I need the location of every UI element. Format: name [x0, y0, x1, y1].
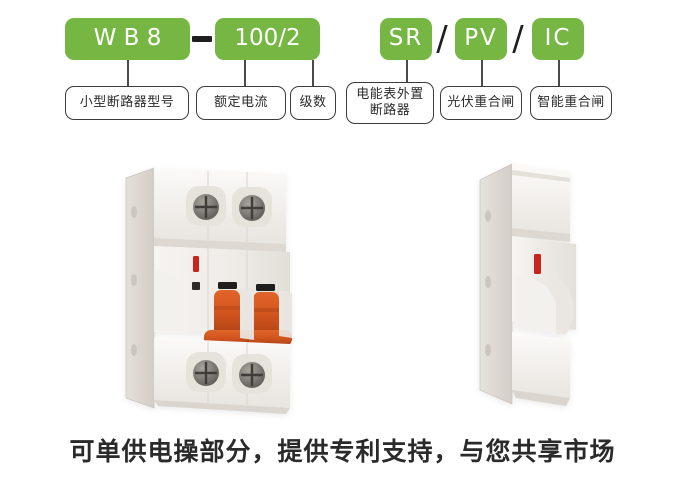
breaker-lower-terminal-block — [154, 338, 290, 414]
label-pv-recloser-line: 光伏重合闸 — [447, 95, 515, 110]
label-rated-current: 额定电流 — [196, 86, 286, 120]
stem-model — [127, 60, 129, 86]
breaker-side-panel — [125, 167, 155, 409]
breaker-upper-terminal-block — [154, 168, 286, 252]
stem-ic — [558, 60, 560, 86]
badge-variant-ic: IC — [532, 18, 584, 60]
badge-variant-sr: SR — [380, 18, 432, 60]
label-pole-count: 级数 — [290, 86, 336, 120]
breaker-toggle-levers[interactable] — [204, 288, 292, 346]
badge-variant-pv: PV — [455, 18, 507, 60]
label-pv-recloser: 光伏重合闸 — [440, 86, 522, 120]
module-front-face — [512, 236, 576, 334]
label-rated-current-line: 额定电流 — [213, 95, 268, 110]
product-electric-operating-module — [479, 163, 576, 406]
badge-rating-100-2: 100/2 — [215, 18, 320, 60]
label-pole-count-line: 级数 — [299, 95, 327, 110]
product-image-group — [0, 140, 685, 430]
stem-current — [244, 60, 246, 86]
label-smart-recloser-line: 智能重合闸 — [537, 95, 605, 110]
separator-dash — [192, 36, 212, 42]
product-2p-breaker — [125, 167, 292, 414]
stem-pv — [481, 60, 483, 86]
stem-meter — [406, 60, 408, 82]
breaker-trip-indicator — [193, 256, 199, 272]
module-upper-block — [512, 164, 570, 242]
separator-slash-2: / — [512, 19, 524, 59]
label-meter-external-breaker: 电能表外置断路器 — [346, 82, 434, 124]
module-side-panel — [479, 163, 513, 405]
module-lower-block — [512, 332, 570, 406]
label-model-type-line: 小型断路器型号 — [79, 95, 175, 110]
label-meter-external-breaker-line: 电能表外置 — [356, 87, 424, 102]
tagline-text: 可单供电操部分，提供专利支持，与您共享市场 — [69, 437, 616, 466]
label-smart-recloser: 智能重合闸 — [530, 86, 612, 120]
stem-poles — [312, 60, 314, 86]
module-status-indicator — [534, 254, 541, 274]
separator-slash-1: / — [436, 19, 448, 59]
badge-model-wb8: W B 8 — [65, 18, 190, 60]
label-meter-external-breaker-line: 断路器 — [369, 103, 411, 118]
label-model-type: 小型断路器型号 — [65, 86, 189, 120]
